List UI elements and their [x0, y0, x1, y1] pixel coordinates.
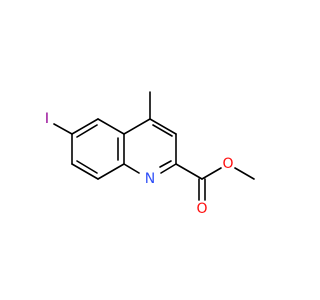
bond-c2-n1 [160, 163, 177, 174]
bond-c7-c8-inner [76, 160, 98, 174]
atom-ester-oxygen: O [222, 156, 233, 172]
atom-iodine: I [45, 111, 49, 127]
bond-carbonyl-ester-o [201, 167, 222, 180]
atom-nitrogen: N [145, 171, 155, 187]
bond-c5-c6-inner [76, 124, 98, 138]
bond-c5-c6 [71, 118, 99, 135]
bond-c4-c3-inner [152, 124, 173, 137]
bond-c6-iodine [53, 123, 73, 135]
bond-c4-c3 [149, 118, 177, 135]
bond-c2-carbonyl [175, 163, 203, 180]
bond-c8-c8a [97, 163, 125, 180]
molecule-structure: I N O O [0, 0, 300, 300]
bond-c7-c8 [71, 163, 99, 180]
bond-c4a-c5 [97, 118, 125, 135]
atom-carbonyl-oxygen: O [196, 201, 207, 217]
bonds [53, 91, 255, 201]
bond-n1-c8a [123, 163, 140, 174]
bond-c2-n1-inner [159, 160, 172, 168]
bond-ester-o-methyl [234, 167, 255, 180]
bond-c4a-c4 [123, 118, 151, 135]
atom-labels: I N O O [45, 111, 234, 217]
background [0, 0, 300, 300]
